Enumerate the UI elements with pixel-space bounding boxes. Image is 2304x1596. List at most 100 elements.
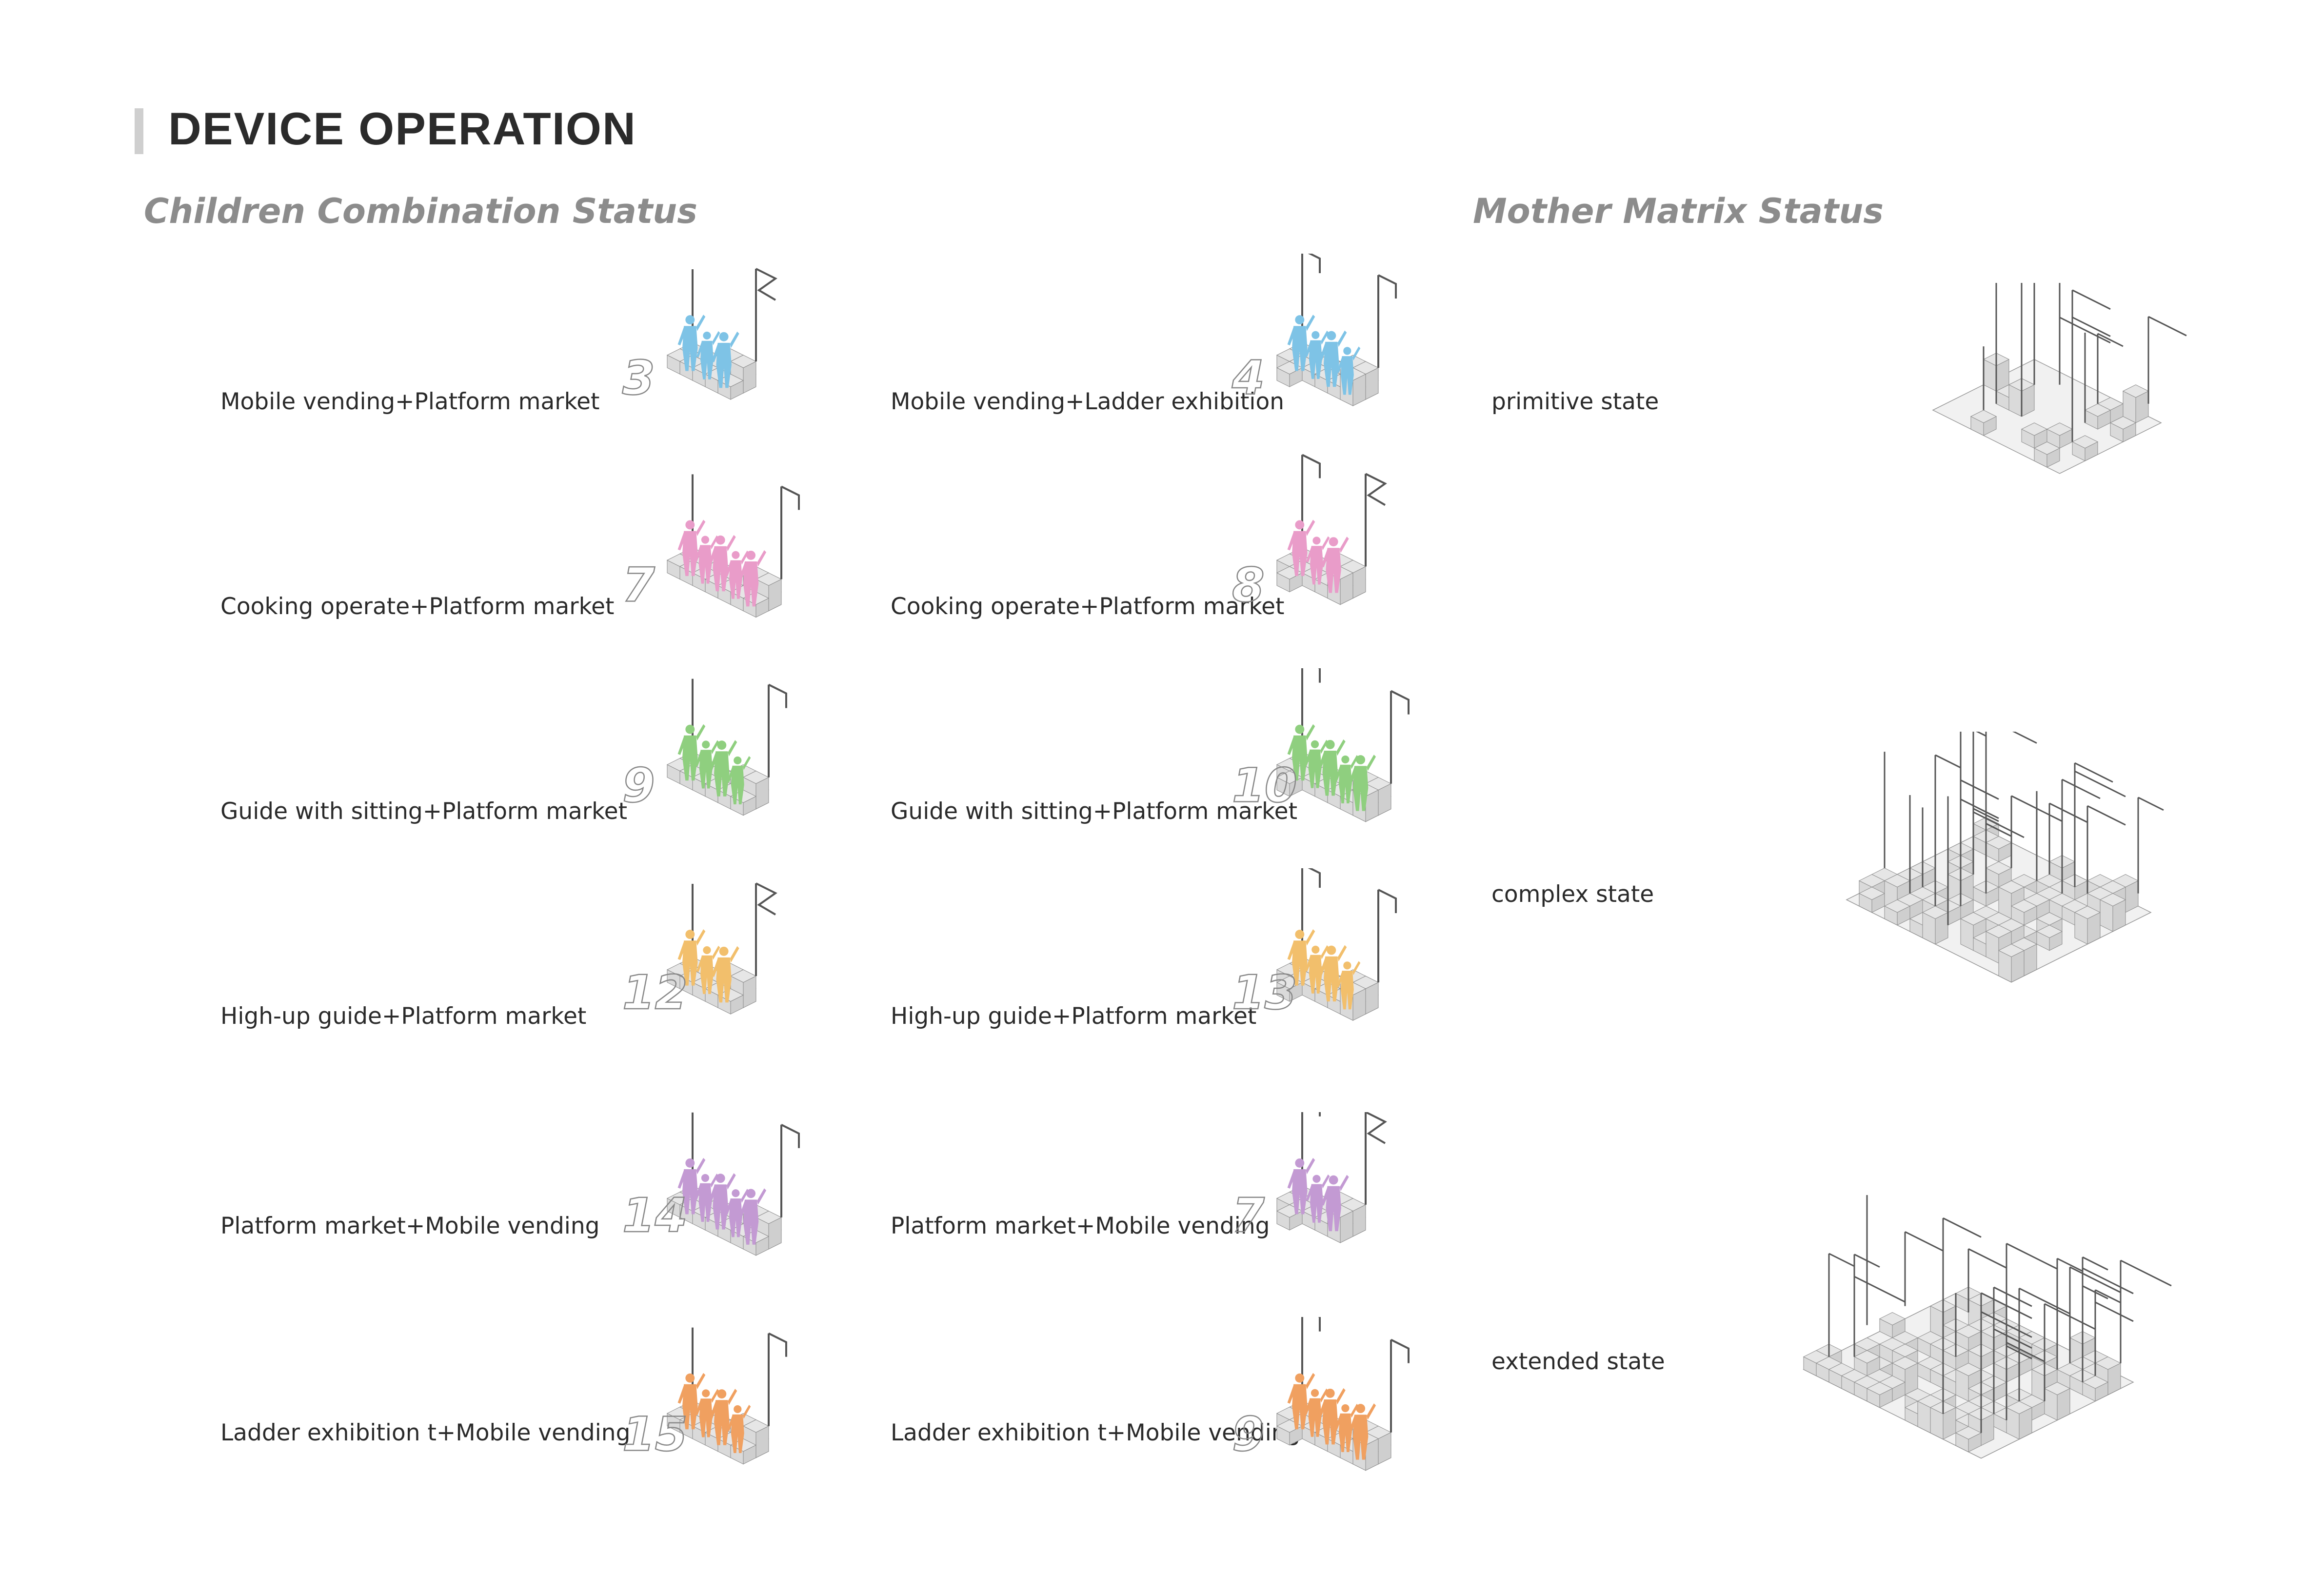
- module-top: [1960, 912, 1987, 926]
- person-figure: [695, 740, 719, 789]
- matrix-beam: [1960, 798, 1999, 819]
- module-number-outline: 14: [622, 1188, 688, 1243]
- matrix-beam: [2082, 1285, 2108, 1299]
- module-number-outline: 10: [1232, 758, 1297, 813]
- person-figure: [696, 331, 720, 379]
- matrix-beam: [2069, 1266, 2121, 1293]
- module-top: [1879, 1312, 1906, 1326]
- matrix-beam: [2059, 317, 2111, 344]
- module-top: [2084, 403, 2111, 417]
- matrix-beam: [2012, 732, 2037, 744]
- module-number-outline: 7: [622, 558, 655, 612]
- module-top: [755, 1211, 782, 1224]
- person-figure: [696, 945, 720, 994]
- person-figure: [1305, 330, 1329, 379]
- combo-label-r3-right: Guide with sitting+Platform market: [891, 798, 1298, 825]
- module-top: [1884, 899, 1911, 913]
- module-top: [1955, 1363, 1982, 1377]
- combo-illustration-r6-left: 15: [622, 1327, 787, 1465]
- frame-hook: [1302, 454, 1321, 479]
- combo-label-r2-left: Cooking operate+Platform market: [220, 593, 615, 620]
- combo-illustration-r5-left: 14: [622, 1112, 800, 1256]
- frame-hook: [1308, 868, 1321, 888]
- module-top: [1955, 1426, 1982, 1440]
- module-top: [730, 969, 757, 983]
- frame-zigzag: [1365, 1112, 1387, 1144]
- matrix-beam: [2082, 1256, 2108, 1271]
- module-top: [1922, 906, 1949, 919]
- matrix-beam: [2082, 1267, 2134, 1295]
- combo-illustration-r4-left: 12: [622, 882, 777, 1020]
- frame-hook: [768, 683, 787, 708]
- person-figure: [1336, 961, 1361, 1010]
- combo-label-r2-right: Cooking operate+Platform market: [891, 593, 1285, 620]
- frame-zigzag: [755, 268, 777, 301]
- frame-hook: [1378, 889, 1397, 913]
- module-top: [1985, 861, 2012, 875]
- module-top: [2109, 416, 2137, 430]
- person-figure: [1287, 315, 1315, 371]
- matrix-beam: [2095, 1289, 2121, 1303]
- module-top: [2021, 422, 2048, 436]
- matrix-beam: [1960, 779, 1999, 800]
- matrix-beam: [2095, 1301, 2134, 1322]
- combo-illustration-r1-left: 3: [622, 268, 777, 406]
- module-top: [1970, 410, 1997, 423]
- frame-hook: [1308, 254, 1321, 273]
- person-figure: [1321, 537, 1349, 593]
- combo-illustration-r1-right: 4: [1231, 254, 1397, 406]
- frame-hook: [1318, 668, 1321, 683]
- person-figure: [725, 1189, 749, 1237]
- page-title: DEVICE OPERATION: [168, 103, 636, 154]
- matrix-beam: [2062, 778, 2101, 799]
- frame-zigzag: [1365, 473, 1387, 506]
- matrix-beam: [2120, 1259, 2172, 1287]
- person-figure: [708, 1173, 736, 1230]
- matrix-beam: [2074, 762, 2113, 783]
- module-top: [2082, 1376, 2109, 1389]
- module-number-outline: 9: [622, 758, 655, 813]
- module-top: [1866, 1382, 1893, 1396]
- person-figure: [677, 929, 706, 986]
- person-figure: [709, 1389, 737, 1445]
- person-figure: [1306, 1174, 1330, 1223]
- frame-hook: [1390, 690, 1410, 715]
- matrix-beam: [2006, 1341, 2045, 1362]
- matrix-beam: [1973, 811, 2025, 838]
- person-figure: [677, 1373, 706, 1430]
- matrix-beam: [2019, 1287, 2070, 1315]
- frame-hook: [1378, 274, 1397, 299]
- module-top: [2122, 384, 2149, 398]
- module-top: [742, 771, 770, 784]
- module-number-outline: 12: [622, 965, 688, 1020]
- combo-illustration-r6-right: 9: [1231, 1317, 1410, 1471]
- matrix-beam: [2138, 797, 2164, 811]
- person-figure: [1287, 929, 1315, 986]
- frame-hook: [781, 1124, 800, 1148]
- module-number-outline: 4: [1231, 351, 1265, 405]
- mother-illustration-complex: [1846, 732, 2164, 983]
- matrix-beam: [2074, 770, 2126, 798]
- matrix-beam: [1968, 1248, 2007, 1269]
- person-figure: [695, 1389, 719, 1437]
- person-figure: [738, 1188, 767, 1245]
- combo-label-r5-right: Platform market+Mobile vending: [891, 1213, 1270, 1239]
- person-figure: [677, 519, 706, 576]
- person-figure: [677, 1157, 706, 1215]
- person-figure: [677, 315, 706, 371]
- module-top: [1891, 1357, 1919, 1370]
- combo-label-r6-right: Ladder exhibition t+Mobile vending: [891, 1419, 1301, 1446]
- module-top: [2006, 1401, 2033, 1415]
- matrix-beam: [1993, 1286, 2032, 1307]
- combo-illustration-r4-right: 13: [1231, 868, 1397, 1021]
- person-figure: [711, 331, 739, 388]
- person-figure: [727, 756, 751, 804]
- module-top: [1985, 925, 2012, 938]
- matrix-beam: [1943, 1217, 1982, 1238]
- frame-zigzag: [755, 882, 777, 916]
- person-figure: [708, 535, 736, 592]
- combo-label-r5-left: Platform market+Mobile vending: [220, 1213, 600, 1239]
- module-top: [1884, 874, 1911, 888]
- frame-hook: [1318, 1317, 1321, 1332]
